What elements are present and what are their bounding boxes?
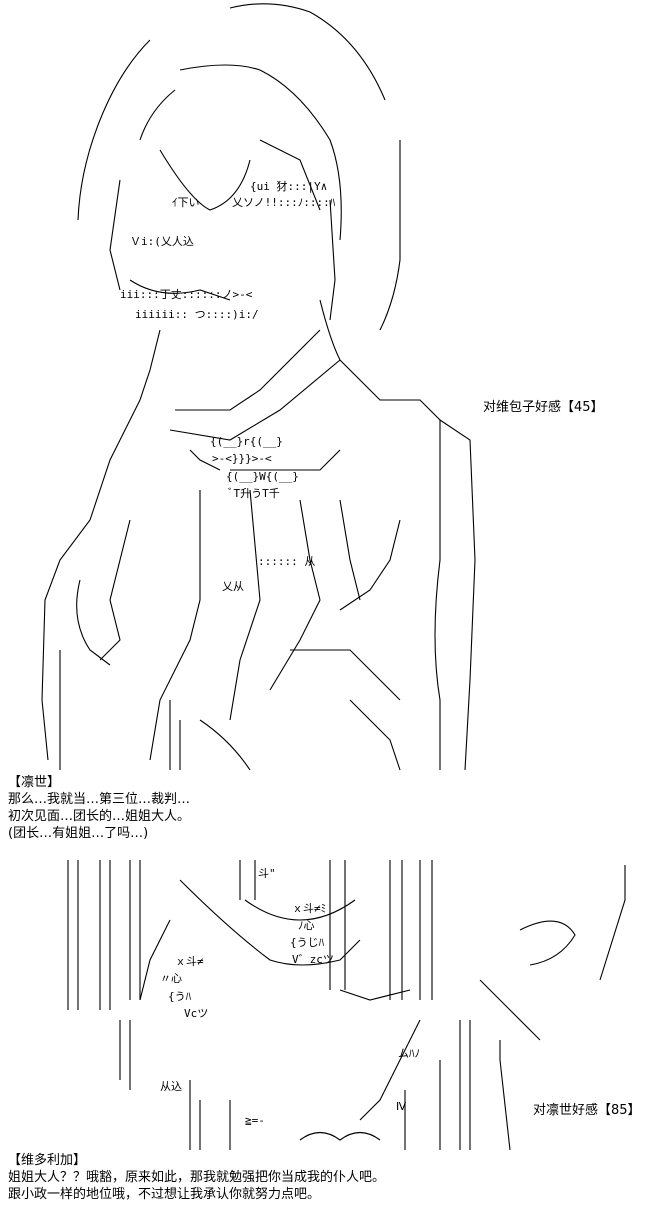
panel1-figure bbox=[41, 3, 476, 771]
svg-text:{(__}r{(__}: {(__}r{(__} bbox=[210, 435, 283, 448]
dialogue-line: (团长…有姐姐…了吗…) bbox=[8, 826, 149, 841]
svg-text:{うじﾊ: {うじﾊ bbox=[290, 936, 325, 949]
svg-text:ﾉ心: ﾉ心 bbox=[298, 919, 315, 932]
svg-text:iii:::丁丈::::::ノ>‐<: iii:::丁丈::::::ノ>‐< bbox=[120, 288, 253, 301]
dialogue-line: 姐姐大人？？哦豁，原来如此，那我就勉强把你当成我的仆人吧。 bbox=[8, 1170, 386, 1185]
dialogue-line: 初次见面…团长的…姐姐大人。 bbox=[8, 809, 191, 824]
svg-text:≧=‐: ≧=‐ bbox=[245, 1114, 265, 1127]
svg-text:{ui 犲:::|Y∧: {ui 犲:::|Y∧ bbox=[250, 179, 327, 193]
panel2-aa-text: 斗" ｘ斗≠ﾐ ﾉ心 {うじﾊ V゛zcツ ｘ斗≠ 〃心 {うﾊ Vcツ ムﾊﾉ… bbox=[160, 867, 420, 1127]
svg-text:Vcツ: Vcツ bbox=[184, 1007, 208, 1020]
panel2-figure bbox=[67, 860, 626, 1151]
svg-text:Ｖi:(乂人込: Ｖi:(乂人込 bbox=[130, 235, 194, 248]
svg-text:{うﾊ: {うﾊ bbox=[168, 990, 192, 1003]
svg-text:>-<}}}>‐<: >-<}}}>‐< bbox=[212, 452, 272, 465]
svg-text:ｘ斗≠: ｘ斗≠ bbox=[175, 955, 204, 968]
panel1-aa-text: {ui 犲:::|Y∧ ｲ下い 乂ソノ!!:::ﾉ::::ﾊ Ｖi:(乂人込 i… bbox=[120, 179, 336, 593]
svg-text:ｘ斗≠ﾐ: ｘ斗≠ﾐ bbox=[292, 902, 326, 915]
svg-text:斗": 斗" bbox=[258, 867, 276, 880]
svg-text:ﾞT升うT千: ﾞT升うT千 bbox=[228, 487, 280, 500]
svg-text:从込: 从込 bbox=[160, 1080, 182, 1093]
svg-text:V゛zcツ: V゛zcツ bbox=[292, 953, 334, 966]
affection-label-panel2: 对凛世好感【85】 bbox=[533, 1103, 641, 1118]
svg-text:{(__}W{(__}: {(__}W{(__} bbox=[226, 470, 299, 483]
svg-text:乂ソノ!!:::ﾉ::::ﾊ: 乂ソノ!!:::ﾉ::::ﾊ bbox=[232, 196, 336, 209]
affection-label-panel1: 对维包子好感【45】 bbox=[483, 400, 604, 415]
svg-text:ｲ下い: ｲ下い bbox=[172, 196, 200, 209]
svg-text:〃心: 〃心 bbox=[160, 972, 182, 985]
svg-text::::::: 从: :::::: 从 bbox=[258, 555, 315, 568]
svg-text:乂从: 乂从 bbox=[222, 580, 244, 593]
svg-text:ムﾊﾉ: ムﾊﾉ bbox=[398, 1047, 420, 1060]
dialogue-line: 跟小政一样的地位哦，不过想让我承认你就努力点吧。 bbox=[8, 1187, 321, 1202]
svg-text:Ⅳ: Ⅳ bbox=[396, 1100, 407, 1113]
speaker-name-panel1: 【凛世】 bbox=[8, 775, 61, 790]
dialogue-line: 那么…我就当…第三位…裁判… bbox=[8, 792, 191, 807]
speaker-name-panel2: 【维多利加】 bbox=[8, 1153, 87, 1168]
svg-text:iiiiii:: つ::::)i:/: iiiiii:: つ::::)i:/ bbox=[135, 308, 259, 321]
